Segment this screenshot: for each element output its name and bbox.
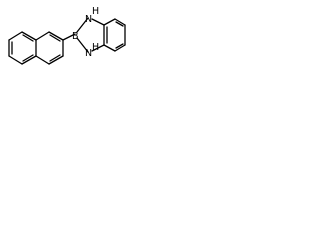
bond [8,31,23,41]
atom-hydrogen-top-label: H [92,6,99,17]
benzodiazaborole-structure: B N H N H [8,6,126,65]
naphthalene-ring [8,31,64,65]
bond [114,18,126,26]
bond [21,55,37,65]
bond-n1-c [91,18,105,26]
bond-b-n1 [76,17,89,33]
bond [8,55,23,65]
bond [103,44,116,52]
diazaborole-ring [76,17,105,53]
double-bond-inner [22,34,34,42]
bond-b-n2 [76,37,89,53]
double-bond-inner [115,43,124,49]
atom-hydrogen-bottom-label: H [92,42,99,53]
bond [114,44,126,52]
double-bond-inner [49,34,61,42]
bond [48,55,64,65]
bond [21,31,37,41]
bond [35,31,50,41]
double-bond-inner [115,21,124,27]
double-bond-inner [49,54,61,62]
atom-boron-label: B [72,31,79,42]
bond-n2-c [91,44,105,52]
atom-labels: B N H N H [72,6,99,59]
atom-nitrogen-top-label: N [85,14,92,25]
benzene-ring [103,18,126,52]
double-bond-inner [22,54,34,62]
bond [35,55,50,65]
bond-aryl-boron [62,33,76,41]
bond [48,31,64,41]
atom-nitrogen-bottom-label: N [85,48,92,59]
bond [103,18,116,26]
